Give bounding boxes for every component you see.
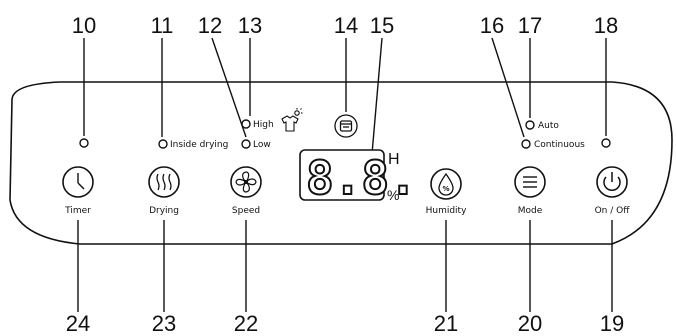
callout-16: 16	[480, 13, 504, 38]
high-indicator-led	[241, 119, 251, 129]
auto-label: Auto	[538, 121, 559, 131]
unit-hours: H	[388, 151, 400, 168]
menu-lines-icon	[523, 176, 537, 188]
callout-22: 22	[234, 311, 258, 336]
shirt-sun-icon	[281, 108, 303, 132]
led-display: 8.8.	[299, 149, 418, 206]
low-indicator-led	[241, 139, 251, 149]
callout-23: 23	[152, 311, 176, 336]
inside-drying-indicator-led	[158, 139, 168, 149]
leader-lines-top	[83, 37, 607, 155]
callout-15: 15	[370, 13, 394, 38]
droplet-percent-icon: %	[438, 172, 454, 196]
high-label: High	[253, 120, 274, 130]
auto-indicator-led	[525, 120, 535, 130]
power-button-label: On / Off	[595, 206, 631, 216]
callout-14: 14	[334, 13, 358, 38]
humidity-button-ring[interactable]	[430, 168, 462, 200]
power-icon	[603, 172, 621, 192]
water-tank-icon	[334, 114, 358, 138]
callout-19: 19	[600, 311, 624, 336]
power-indicator-led	[601, 138, 611, 148]
low-label: Low	[253, 140, 271, 150]
humidity-button-label: Humidity	[426, 206, 467, 216]
clock-icon	[77, 173, 85, 190]
power-button[interactable]	[596, 166, 628, 198]
callout-20: 20	[518, 311, 542, 336]
mode-button-label: Mode	[518, 206, 543, 216]
callout-18: 18	[594, 13, 618, 38]
callout-24: 24	[66, 311, 90, 336]
mode-button[interactable]	[514, 166, 546, 198]
callout-17: 17	[518, 13, 542, 38]
continuous-indicator-led	[521, 139, 531, 149]
callout-11: 11	[151, 13, 174, 38]
panel-outline	[9, 81, 673, 245]
timer-button-label: Timer	[64, 206, 91, 216]
callout-12: 12	[198, 13, 222, 38]
heat-waves-icon	[156, 173, 172, 191]
callout-10: 10	[72, 13, 96, 38]
display-digits: 8.8.	[306, 151, 417, 205]
inside-drying-label: Inside drying	[170, 140, 228, 150]
drying-button-label: Drying	[149, 206, 179, 216]
continuous-label: Continuous	[534, 140, 585, 150]
speed-button[interactable]	[230, 166, 262, 198]
svg-text:%: %	[442, 185, 449, 193]
timer-button[interactable]	[62, 166, 94, 198]
timer-indicator-led	[79, 138, 89, 148]
drying-button[interactable]	[148, 166, 180, 198]
unit-percent: %	[387, 187, 399, 203]
leader-lines-bottom	[77, 220, 613, 312]
speed-button-label: Speed	[232, 206, 260, 216]
callout-13: 13	[238, 13, 262, 38]
callout-21: 21	[434, 311, 458, 336]
humidity-button[interactable]: %	[430, 168, 462, 200]
fan-icon	[235, 171, 257, 193]
